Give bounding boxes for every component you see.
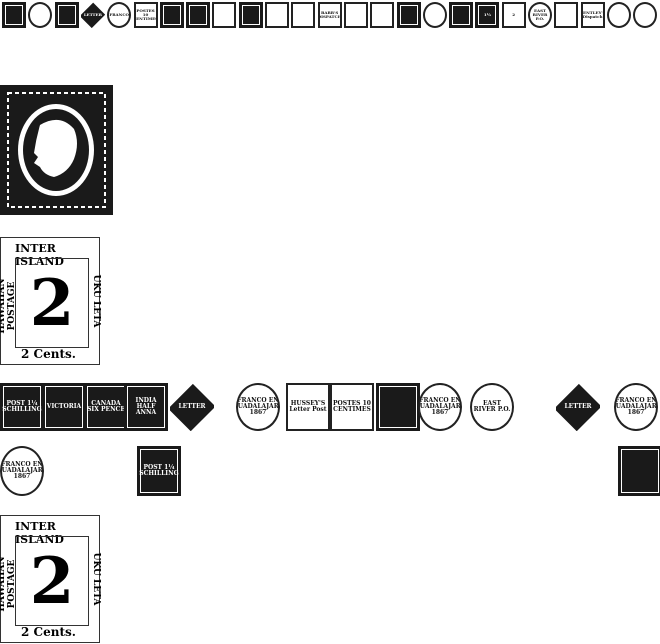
stamp: FRANCO EN GUADALAJARA 1867	[418, 383, 462, 431]
large-hawaii-stamp: INTER ISLAND 2 HAWAIIAN POSTAGE UKU LETA…	[0, 237, 101, 365]
stamp-right-text: UKU LETA	[91, 274, 101, 328]
stamp-left-text: HAWAIIAN POSTAGE	[0, 556, 17, 612]
stamp: LETTER	[170, 383, 214, 431]
stamp: POSTES 10 CENTIMES	[330, 383, 374, 431]
stamp-value: 2	[29, 265, 75, 341]
stamp: POST 1¼ SCHILLING	[137, 446, 181, 496]
stamp-label: VICTORIA	[46, 403, 82, 410]
stamp: POSTES 10 CENTIMES	[133, 2, 158, 28]
stamp: BARR'S DISPATCH	[317, 2, 342, 28]
portrait-icon	[7, 92, 106, 208]
stamp	[212, 2, 237, 28]
stamp-bottom-text: 2 Cents.	[21, 347, 76, 361]
stamp	[396, 2, 421, 28]
stamp: CANADA SIX PENCE	[84, 383, 128, 431]
large-portrait-stamp	[0, 85, 113, 215]
stamp-label: POSTES 10 CENTIMES	[133, 8, 158, 21]
stamp	[376, 383, 420, 431]
stamp: BENTLEY'S Dispatch	[580, 2, 605, 28]
stamp-label: LETTER	[564, 403, 592, 410]
stamp: FRANCO EN GUADALAJARA 1867	[0, 446, 44, 496]
stamp-value: 2	[29, 543, 75, 619]
stamp-label: BARR'S DISPATCH	[317, 10, 342, 19]
stamp: 1¼	[475, 2, 500, 28]
stamp-label: 2	[512, 12, 516, 17]
stamp: 2	[501, 2, 526, 28]
stamp-label: EAST RIVER P.O.	[532, 8, 548, 21]
stamp	[238, 2, 263, 28]
stamp-label: 1¼	[483, 12, 491, 17]
stamp-right-text: UKU LETA	[91, 552, 101, 606]
stamp-label: POST 1¼ SCHILLING	[139, 464, 179, 477]
stamp-label: FRANCO EN GUADALAJARA 1867	[1, 461, 43, 480]
stamp: FRANCO EN GUADALAJARA 1867	[614, 383, 658, 431]
stamp-label: INDIA HALF ANNA	[135, 397, 157, 416]
stamp: INDIA HALF ANNA	[124, 383, 168, 431]
stamp-label: LETTER	[178, 403, 206, 410]
stamp	[2, 2, 26, 28]
stamp-label: FRANCO EN GUADALAJARA 1867	[419, 397, 461, 416]
stamp-label: POSTES 10 CENTIMES	[333, 400, 371, 413]
stamp-label: LETTER	[83, 12, 102, 17]
stamp-label: BENTLEY'S Dispatch	[580, 10, 605, 19]
stamp	[54, 2, 79, 28]
stamp	[159, 2, 184, 28]
stamp-label: HUSSEY'S Letter Post	[289, 400, 327, 413]
stamp: LETTER	[556, 383, 600, 431]
stamp	[449, 2, 474, 28]
stamp: FRANCO	[107, 2, 132, 28]
stamp	[265, 2, 289, 28]
stamp	[422, 2, 447, 28]
stamp-label: CANADA SIX PENCE	[87, 400, 125, 413]
stamp	[554, 2, 579, 28]
stamp: FRANCO EN GUADALAJARA 1867	[236, 383, 280, 431]
stamp	[633, 2, 658, 28]
stamp	[370, 2, 395, 28]
large-hawaii-stamp: INTER ISLAND 2 HAWAIIAN POSTAGE UKU LETA…	[0, 515, 101, 643]
stamp	[186, 2, 211, 28]
stamp	[606, 2, 631, 28]
stamp	[618, 446, 660, 496]
stamp	[28, 2, 53, 28]
stamp	[291, 2, 316, 28]
stamp: HUSSEY'S Letter Post	[286, 383, 330, 431]
stamp-label: FRANCO EN GUADALAJARA 1867	[237, 397, 279, 416]
stamp: LETTER	[81, 2, 105, 28]
stamp-label: EAST RIVER P.O.	[473, 400, 511, 413]
stamp-label: FRANCO EN GUADALAJARA 1867	[615, 397, 657, 416]
stamp-left-text: HAWAIIAN POSTAGE	[0, 278, 17, 334]
stamp-bottom-text: 2 Cents.	[21, 625, 76, 639]
stamp: VICTORIA	[42, 383, 86, 431]
stamp: EAST RIVER P.O.	[528, 2, 552, 28]
stamp-label: POST 1¼ SCHILLING	[2, 400, 42, 413]
stamp: POST 1¼ SCHILLING	[0, 383, 44, 431]
stamp	[343, 2, 368, 28]
stamp: EAST RIVER P.O.	[470, 383, 514, 431]
stamp-label: FRANCO	[109, 12, 129, 17]
